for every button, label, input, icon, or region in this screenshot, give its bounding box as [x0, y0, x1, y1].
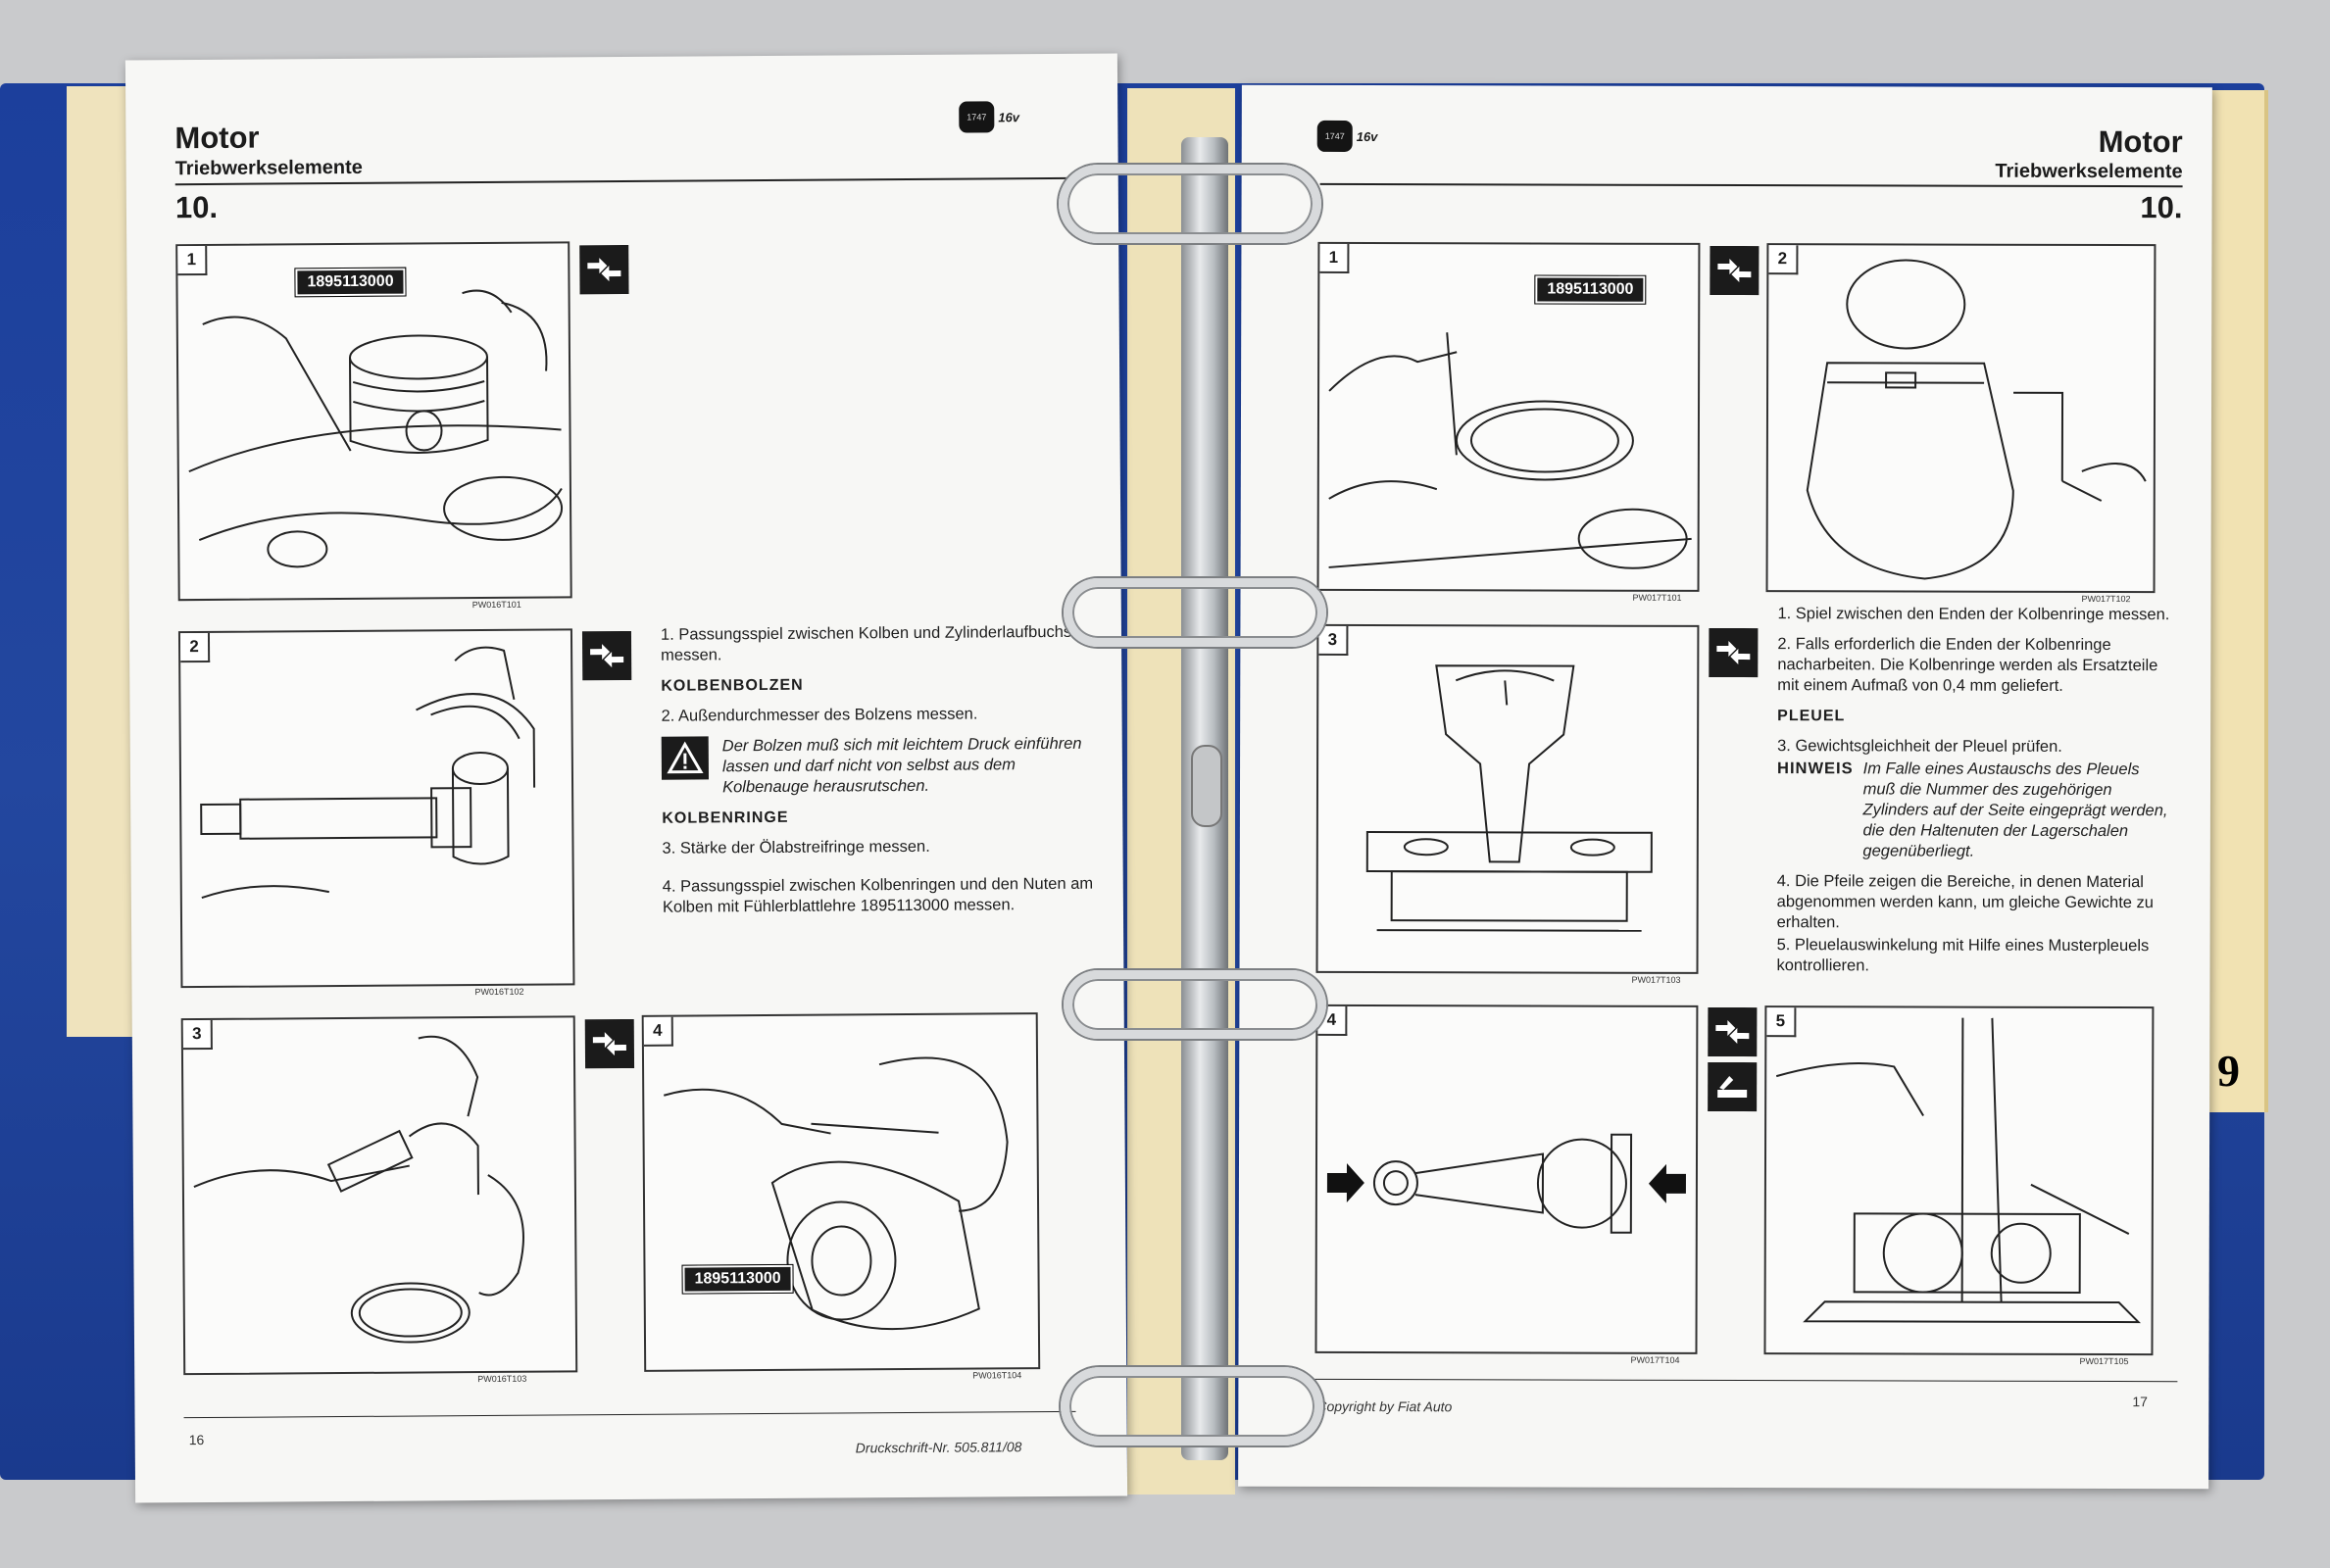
- instruction-5: 5. Pleuelauswinkelung mit Hilfe eines Mu…: [1776, 936, 2150, 975]
- instruction-3: 3. Gewichtsgleichheit der Pleuel prüfen.: [1777, 737, 2062, 756]
- micrometer-pin-illustration: [200, 646, 536, 899]
- rod-alignment-illustration: [1775, 1017, 2141, 1324]
- figure-number: 1: [1319, 243, 1350, 273]
- binder-ring-2: [1064, 578, 1326, 647]
- page-title: Motor: [174, 120, 260, 156]
- figure-1: 1 1895113000: [175, 241, 572, 602]
- part-number-label: 1895113000: [681, 1263, 794, 1295]
- figure-code: PW016T104: [972, 1370, 1022, 1381]
- warning-note: Der Bolzen muß sich mit leichtem Druck e…: [661, 734, 1093, 799]
- figure-1: 1 1895113000: [1316, 241, 1701, 592]
- instruction-1: 1. Spiel zwischen den Enden der Kolbenri…: [1777, 605, 2170, 624]
- page-number: 16: [188, 1432, 205, 1448]
- heading-kolbenringe: KOLBENRINGE: [662, 808, 789, 827]
- ring-groove-illustration: [663, 1056, 1009, 1331]
- measure-symbol-icon: [1708, 1006, 1758, 1057]
- figure-number: 3: [182, 1019, 213, 1051]
- instruction-4: 4. Passungsspiel zwischen Kolbenringen u…: [662, 874, 1094, 916]
- binder-ring-3: [1064, 970, 1326, 1039]
- instructions-left: 1. Passungsspiel zwischen Kolben und Zyl…: [661, 622, 1094, 928]
- figure-code: PW016T102: [474, 986, 524, 998]
- heading-kolbenbolzen: KOLBENBOLZEN: [661, 676, 804, 695]
- figure-number: 2: [1768, 245, 1799, 275]
- spine-mechanism: [1191, 745, 1222, 827]
- figure-number: 4: [643, 1016, 673, 1047]
- binder-ring-1: [1059, 165, 1321, 243]
- page-subtitle: Triebwerkselemente: [1995, 160, 2183, 183]
- hinweis-label: HINWEIS: [1777, 760, 1854, 778]
- page-subtitle: Triebwerkselemente: [174, 156, 363, 180]
- right-page: Motor Triebwerkselemente 10. 1747 16v 1 …: [1238, 84, 2212, 1490]
- publication-number: Druckschrift-Nr. 505.811/08: [855, 1439, 1022, 1456]
- hinweis-note: HINWEIS Im Falle eines Austauschs des Pl…: [1777, 759, 2169, 862]
- header-rule: [1319, 182, 2183, 188]
- ring-gap-illustration: [1328, 332, 1692, 569]
- measure-symbol-icon: [581, 630, 632, 681]
- figure-code: PW017T101: [1632, 592, 1682, 603]
- figure-3: 3: [180, 1015, 578, 1376]
- instruction-2: 2. Falls erforderlich die Enden der Kolb…: [1777, 635, 2158, 695]
- connecting-rod-illustration: [1326, 1133, 1686, 1234]
- copyright: Copyright by Fiat Auto: [1316, 1397, 1453, 1415]
- figure-code: PW016T101: [471, 599, 521, 611]
- instruction-1: 1. Passungsspiel zwischen Kolben und Zyl…: [660, 622, 1081, 664]
- measure-symbol-icon: [579, 244, 629, 295]
- part-number-label: 1895113000: [294, 267, 407, 298]
- balance-scale-illustration: [1365, 664, 1653, 932]
- instructions-right: 1. Spiel zwischen den Enden der Kolbenri…: [1776, 604, 2169, 987]
- badge-variant: 16v: [998, 109, 1020, 124]
- footer-rule: [1314, 1378, 2178, 1383]
- measure-symbol-icon: [584, 1018, 635, 1069]
- instruction-4: 4. Die Pfeile zeigen die Bereiche, in de…: [1776, 872, 2155, 932]
- instruction-3: 3. Stärke der Ölabstreifringe messen.: [662, 837, 930, 858]
- page-number: 17: [2132, 1394, 2148, 1410]
- model-badge: 1747 16v: [959, 101, 1020, 133]
- figure-number: 1: [177, 245, 208, 276]
- figure-code: PW017T103: [1631, 974, 1681, 985]
- measure-symbol-icon: [1710, 245, 1760, 296]
- binder-ring-4: [1061, 1367, 1323, 1446]
- measure-symbol-icon: [1709, 627, 1759, 678]
- figure-4: 4 1895113000: [641, 1012, 1041, 1372]
- piston-clearance-illustration: [188, 289, 564, 568]
- heading-pleuel: PLEUEL: [1777, 708, 1846, 725]
- figure-5: 5: [1763, 1005, 2155, 1356]
- material-removal-icon: [1708, 1061, 1758, 1112]
- warning-triangle-icon: [661, 736, 710, 780]
- figure-code: PW017T102: [2081, 593, 2131, 605]
- figure-number: 3: [1318, 625, 1349, 656]
- figure-2: 2: [177, 628, 575, 989]
- ring-thickness-illustration: [193, 1035, 524, 1344]
- instruction-2: 2. Außendurchmesser des Bolzens messen.: [661, 705, 978, 725]
- figure-3: 3: [1315, 623, 1700, 974]
- section-tab: 9: [2217, 1046, 2240, 1096]
- part-number-label: 1895113000: [1534, 274, 1647, 305]
- figure-code: PW016T103: [477, 1373, 527, 1385]
- left-page: Motor Triebwerkselemente 10. 1747 16v 1 …: [124, 53, 1128, 1503]
- figure-4: 4: [1314, 1004, 1699, 1354]
- figure-code: PW017T104: [1630, 1354, 1680, 1365]
- figure-number: 5: [1766, 1007, 1797, 1038]
- badge-variant: 16v: [1356, 128, 1378, 144]
- engine-badge-icon: 1747: [1316, 120, 1353, 153]
- warning-text: Der Bolzen muß sich mit leichtem Druck e…: [721, 734, 1082, 797]
- figure-number: 2: [179, 632, 211, 663]
- section-number: 10.: [174, 189, 219, 225]
- section-number: 10.: [2140, 190, 2183, 225]
- hinweis-text: Im Falle eines Austauschs des Pleuels mu…: [1862, 760, 2168, 860]
- page-title: Motor: [2098, 123, 2183, 160]
- ring-end-filing-illustration: [1806, 259, 2147, 580]
- figure-2: 2: [1765, 243, 2156, 594]
- engine-badge-icon: 1747: [959, 101, 995, 133]
- figure-code: PW017T105: [2079, 1355, 2129, 1367]
- footer-rule: [183, 1410, 1076, 1419]
- model-badge: 1747 16v: [1316, 120, 1378, 153]
